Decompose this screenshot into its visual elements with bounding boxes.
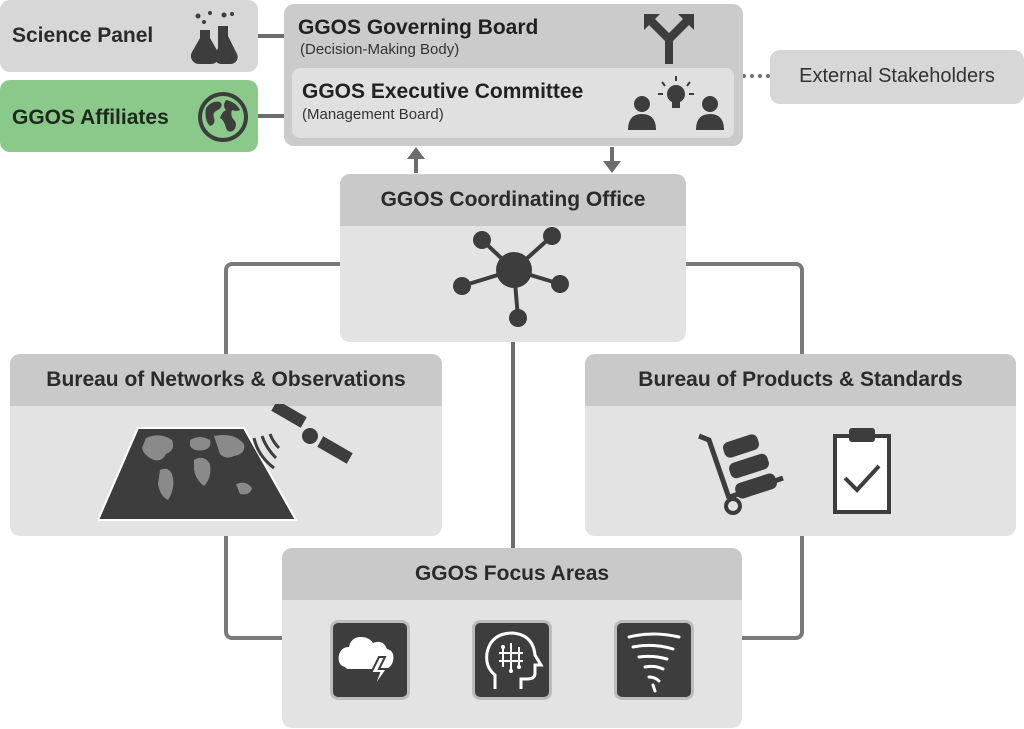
connector-science-board xyxy=(258,34,286,38)
coordinating-office-box[interactable]: GGOS Coordinating Office xyxy=(340,174,686,342)
brain-head-icon xyxy=(485,631,544,689)
brain-head-tile xyxy=(472,620,552,700)
governing-board-box[interactable]: GGOS Governing Board (Decision-Making Bo… xyxy=(284,4,743,146)
connector-affiliates-board xyxy=(258,114,286,118)
flasks-icon xyxy=(190,11,238,65)
connector-center-vertical xyxy=(511,340,515,552)
bureau-products-box[interactable]: Bureau of Products & Standards xyxy=(585,354,1016,536)
arrow-down-from-board xyxy=(603,147,621,173)
fork-arrow-icon xyxy=(644,14,694,64)
affiliates-box[interactable]: GGOS Affiliates xyxy=(0,80,258,152)
external-stakeholders-label: External Stakeholders xyxy=(799,65,995,87)
people-idea-icon xyxy=(628,76,724,130)
bureau-networks-box[interactable]: Bureau of Networks & Observations xyxy=(10,354,442,536)
affiliates-label: GGOS Affiliates xyxy=(12,106,169,129)
satellite-icon xyxy=(252,404,353,470)
coordinating-office-title: GGOS Coordinating Office xyxy=(340,174,686,226)
arrow-up-to-board xyxy=(407,147,425,173)
executive-committee-subtitle: (Management Board) xyxy=(302,106,444,123)
focus-areas-title: GGOS Focus Areas xyxy=(282,548,742,600)
clipboard-check-icon xyxy=(833,428,891,514)
science-panel-label: Science Panel xyxy=(12,24,154,47)
tornado-tile xyxy=(614,620,694,700)
bureau-networks-title: Bureau of Networks & Observations xyxy=(10,354,442,406)
storm-cloud-tile xyxy=(330,620,410,700)
bureau-products-title: Bureau of Products & Standards xyxy=(585,354,1016,406)
governing-board-subtitle: (Decision-Making Body) xyxy=(300,41,460,58)
science-panel-box[interactable]: Science Panel xyxy=(0,0,258,72)
external-stakeholders-box[interactable]: External Stakeholders xyxy=(770,50,1024,104)
network-hub-icon xyxy=(453,227,569,327)
globe-icon xyxy=(198,92,248,142)
hand-truck-icon xyxy=(698,433,784,515)
executive-committee-box[interactable]: GGOS Executive Committee (Management Boa… xyxy=(292,68,734,138)
executive-committee-title: GGOS Executive Committee xyxy=(302,80,584,103)
world-map-icon xyxy=(98,427,298,521)
governing-board-title: GGOS Governing Board xyxy=(298,16,539,39)
focus-areas-box[interactable]: GGOS Focus Areas xyxy=(282,548,742,728)
tornado-icon xyxy=(627,632,681,693)
connector-external-dotted xyxy=(742,74,770,78)
storm-cloud-icon xyxy=(338,637,394,690)
